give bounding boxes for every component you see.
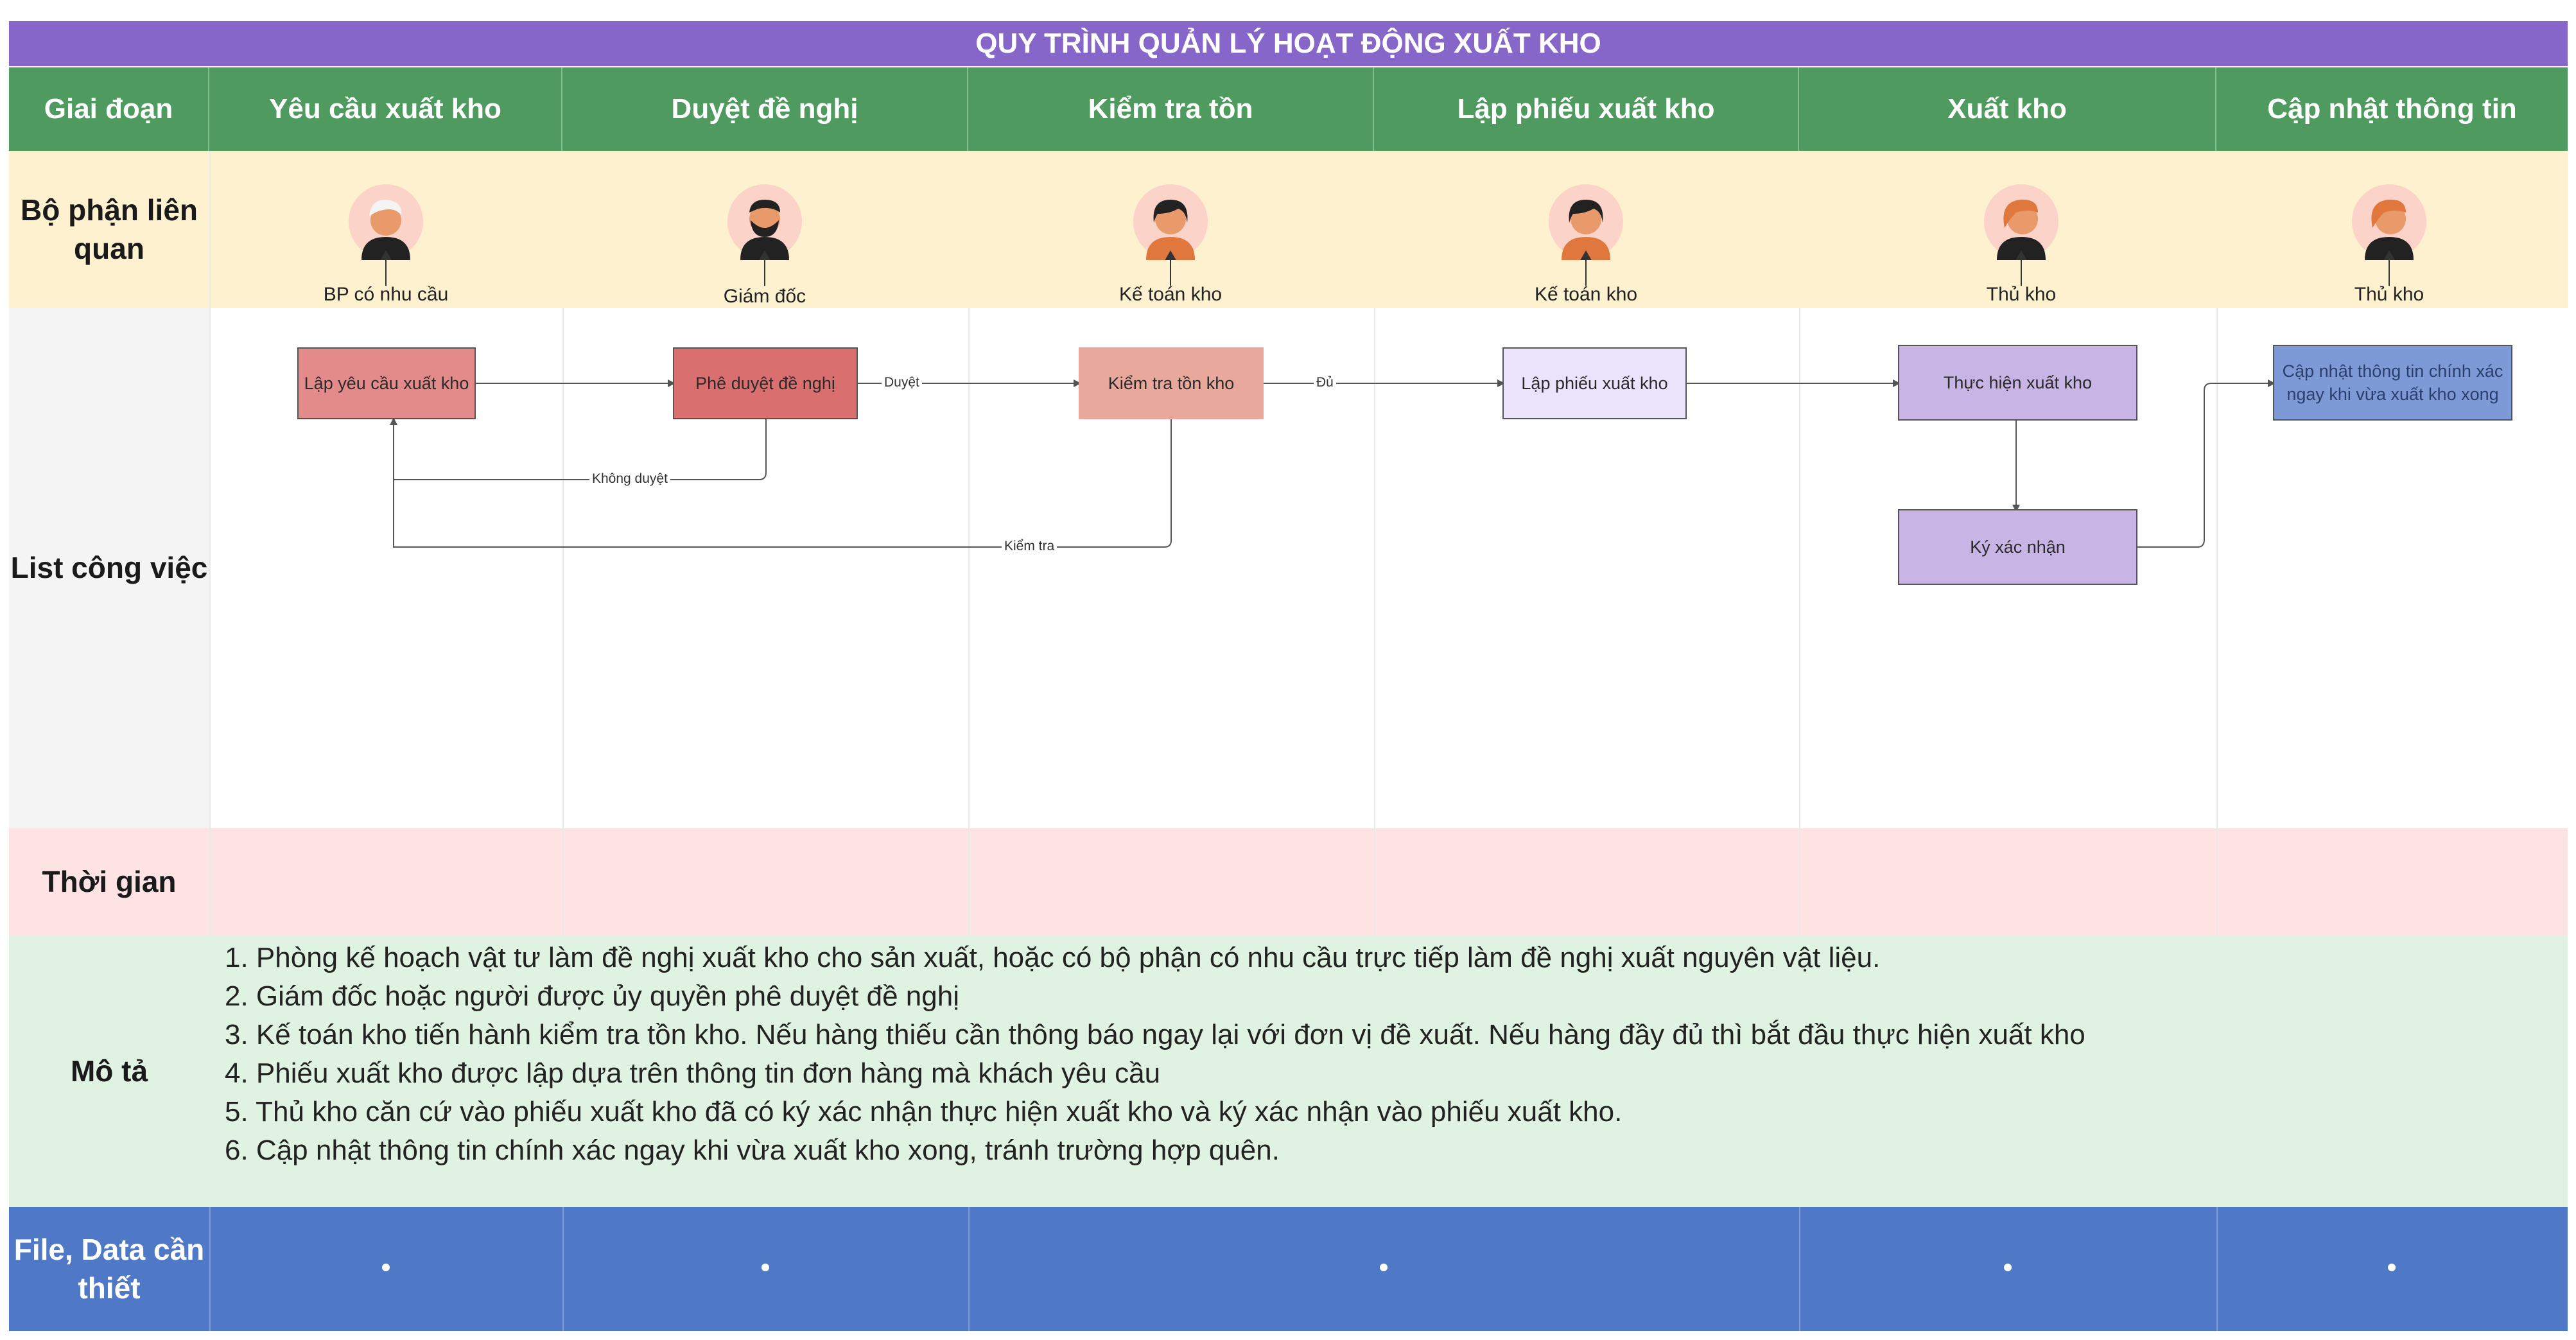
bullet-icon: [1380, 1264, 1388, 1271]
header-kiem-tra-ton: Kiểm tra tồn: [968, 67, 1374, 151]
row-label-departments: Bộ phận liên quan: [21, 193, 198, 265]
flow-connectors: [390, 379, 2276, 548]
description-line: 3. Kế toán kho tiến hành kiểm tra tồn kh…: [225, 1019, 2085, 1050]
files-divider: [562, 1207, 564, 1331]
header-duyet-de-nghi: Duyệt đề nghị: [562, 67, 968, 151]
edge-label-not-approved: Không duyệt: [589, 471, 670, 487]
task-ky-xac-nhan[interactable]: Ký xác nhận: [1898, 509, 2137, 585]
description-line: 1. Phòng kế hoạch vật tư làm đề nghị xuấ…: [225, 942, 1881, 973]
edge-label-approve: Duyệt: [882, 375, 922, 390]
description-line: 5. Thủ kho căn cứ vào phiếu xuất kho đã …: [225, 1096, 1623, 1127]
task-lap-yeu-cau-xuat-kho[interactable]: Lập yêu cầu xuất kho: [297, 347, 476, 419]
row-label-tasks: List công việc: [10, 551, 208, 585]
tasks-label-band: [9, 308, 209, 828]
person-woman-icon: [1549, 184, 1623, 260]
files-band: [9, 1207, 2568, 1331]
task-cap-nhat-thong-tin[interactable]: Cập nhật thông tin chính xác ngay khi vừ…: [2273, 345, 2512, 421]
description-line: 6. Cập nhật thông tin chính xác ngay khi…: [225, 1135, 1280, 1166]
bullet-icon: [382, 1264, 390, 1271]
row-label-time: Thời gian: [42, 865, 177, 899]
person-bearded-icon: [727, 184, 802, 260]
role-label: BP có nhu cầu: [323, 284, 449, 305]
role-label: Thủ kho: [2354, 284, 2424, 305]
files-divider: [1799, 1207, 1800, 1331]
role-label: Thủ kho: [1986, 284, 2057, 305]
edge-label-enough: Đủ: [1314, 375, 1336, 390]
departments-band: [9, 151, 2568, 308]
person-elderly-icon: [349, 184, 423, 260]
header-yeu-cau-xuat-kho: Yêu cầu xuất kho: [209, 67, 562, 151]
person-redhair-icon: [1984, 184, 2058, 260]
description-band: [9, 936, 2568, 1207]
column-divider: [2216, 308, 2218, 936]
row-label-files: File, Data cần thiết: [13, 1232, 205, 1305]
task-phe-duyet-de-nghi[interactable]: Phê duyệt đề nghị: [673, 347, 858, 419]
time-band: [9, 828, 2568, 936]
task-kiem-tra-ton-kho[interactable]: Kiểm tra tồn kho: [1079, 347, 1264, 419]
header-xuat-kho: Xuất kho: [1799, 67, 2216, 151]
role-connectors: [380, 250, 2395, 286]
role-label: Kế toán kho: [1534, 284, 1638, 305]
description-list: 1. Phòng kế hoạch vật tư làm đề nghị xuấ…: [225, 939, 2536, 1170]
row-label-description: Mô tả: [70, 1054, 148, 1088]
edge-label-check: Kiểm tra: [1002, 539, 1057, 554]
role-label: Kế toán kho: [1118, 284, 1223, 305]
person-redhair-icon: [2352, 184, 2426, 260]
files-divider: [2216, 1207, 2218, 1331]
role-label: Giám đốc: [723, 286, 806, 307]
header-cap-nhat-thong-tin: Cập nhật thông tin: [2216, 67, 2568, 151]
column-divider: [1799, 308, 1800, 936]
column-divider: [562, 308, 564, 936]
description-line: 4. Phiếu xuất kho được lập dựa trên thôn…: [225, 1057, 1161, 1089]
column-divider: [968, 308, 970, 936]
header-lap-phieu-xuat-kho: Lập phiếu xuất kho: [1374, 67, 1799, 151]
description-line: 2. Giám đốc hoặc người được ủy quyền phê…: [225, 980, 959, 1012]
files-divider: [968, 1207, 970, 1331]
bullet-icon: [2004, 1264, 2012, 1271]
task-lap-phieu-xuat-kho[interactable]: Lập phiếu xuất kho: [1502, 347, 1687, 419]
bullet-icon: [2388, 1264, 2396, 1271]
column-divider: [1374, 308, 1375, 936]
diagram-title: QUY TRÌNH QUẢN LÝ HOẠT ĐỘNG XUẤT KHO: [9, 21, 2568, 66]
files-divider: [209, 1207, 211, 1331]
column-divider: [209, 151, 211, 936]
task-thuc-hien-xuat-kho[interactable]: Thực hiện xuất kho: [1898, 345, 2137, 421]
person-woman-icon: [1133, 184, 1208, 260]
header-stage: Giai đoạn: [9, 67, 209, 151]
bullet-icon: [761, 1264, 769, 1271]
